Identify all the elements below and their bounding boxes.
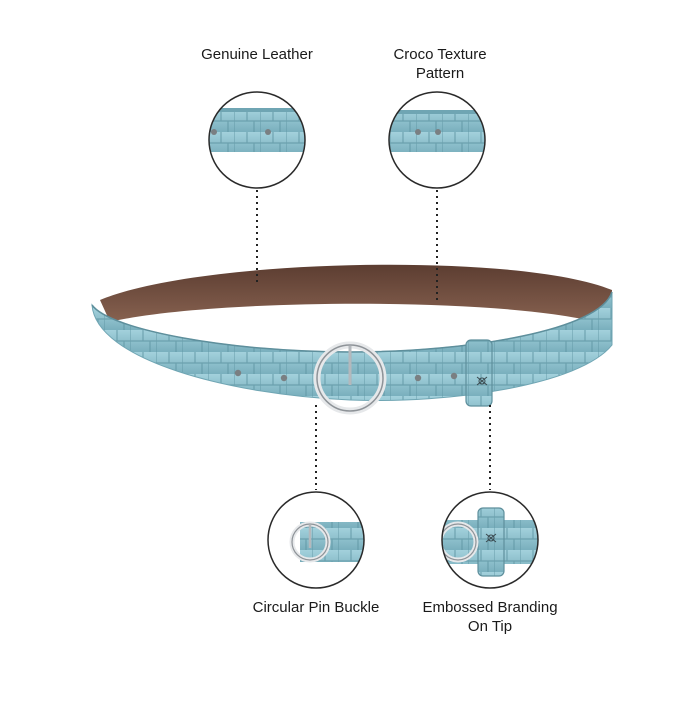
circular-pin-buckle-icon [313,341,387,415]
callout-genuine-leather [208,91,306,189]
label-genuine-leather: Genuine Leather [177,45,337,64]
label-line: Genuine Leather [201,46,313,63]
label-line: Croco Texture [393,46,487,63]
embossed-logo-icon [476,376,488,386]
label-line: Pattern [415,65,465,82]
belt-hole [414,374,422,382]
belt-hole [450,372,458,380]
label-line: Circular Pin Buckle [252,599,380,616]
label-croco-texture: Croco Texture Pattern [360,45,520,83]
belt-hole [280,374,288,382]
callout-embossed-branding [441,491,539,589]
belt-keeper-loop [465,339,493,407]
label-line: On Tip [467,618,513,635]
belt-inner-lining [100,264,612,326]
belt-hole [234,369,242,377]
label-line: Embossed Branding [422,599,558,616]
label-embossed-branding: Embossed Branding On Tip [405,598,575,636]
callout-pin-buckle [267,491,365,589]
callout-croco-texture [388,91,486,189]
label-pin-buckle: Circular Pin Buckle [236,598,396,617]
